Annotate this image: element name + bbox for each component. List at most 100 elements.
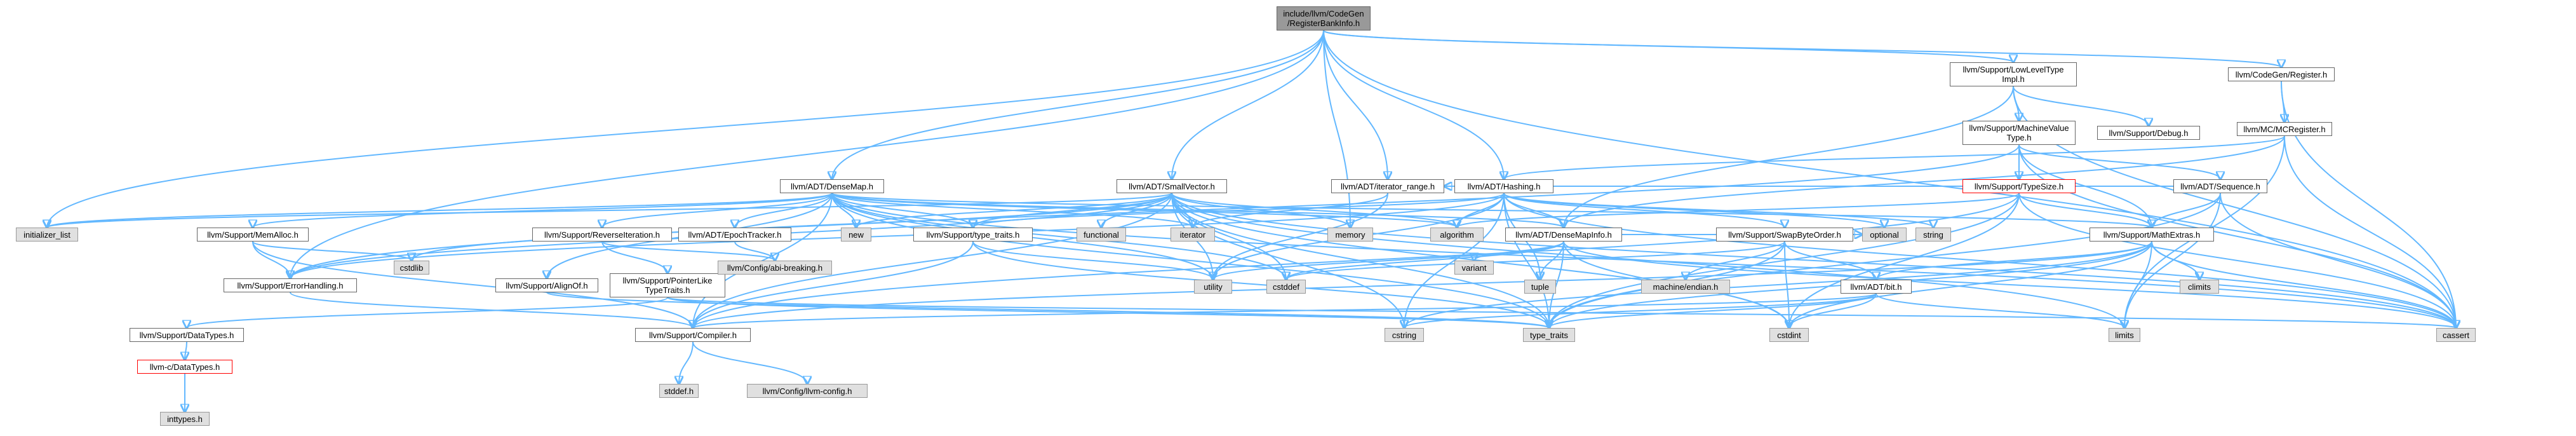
node-epoch[interactable]: llvm/ADT/EpochTracker.h	[678, 228, 791, 242]
node-iterrange[interactable]: llvm/ADT/iterator_range.h	[1331, 179, 1444, 193]
node-variant: variant	[1454, 261, 1494, 275]
edge-hashing-to-typetraits_h	[973, 193, 1505, 228]
node-densemapinfo[interactable]: llvm/ADT/DenseMapInfo.h	[1505, 228, 1622, 242]
node-utility: utility	[1194, 280, 1232, 294]
node-smallvec[interactable]: llvm/ADT/SmallVector.h	[1117, 179, 1227, 193]
node-root[interactable]: include/llvm/CodeGen /RegisterBankInfo.h	[1277, 6, 1371, 31]
node-hashing[interactable]: llvm/ADT/Hashing.h	[1454, 179, 1553, 193]
node-sequence[interactable]: llvm/ADT/Sequence.h	[2173, 179, 2267, 193]
edge-root-to-initlist	[47, 30, 1324, 228]
edge-lltype-to-cassert	[2013, 86, 2456, 328]
edge-datatypes-to-cdatatypes	[185, 341, 187, 360]
node-datatypes[interactable]: llvm/Support/DataTypes.h	[130, 328, 244, 342]
edge-smallvec-to-limits	[1171, 193, 2124, 328]
edge-typetraits_h-to-type_traits	[972, 241, 1549, 328]
edge-bit-to-type_traits	[1549, 293, 1877, 328]
node-cgreg[interactable]: llvm/CodeGen/Register.h	[2228, 67, 2335, 81]
node-cassert: cassert	[2436, 328, 2476, 342]
edge-typesize-to-compiler	[693, 193, 2020, 328]
edge-compiler-to-llvmconfig	[692, 341, 807, 384]
node-memory: memory	[1327, 228, 1373, 242]
edge-root-to-cassert	[1323, 30, 2456, 328]
node-llvmconfig: llvm/Config/llvm-config.h	[747, 384, 868, 398]
node-iterator: iterator	[1171, 228, 1215, 242]
edge-densemapinfo-to-cstddef	[1286, 241, 1564, 280]
edge-typesize-to-mathextras	[2018, 193, 2152, 228]
node-new: new	[841, 228, 871, 242]
edge-typesize-to-type_traits	[1549, 193, 2020, 328]
edge-smallvec-to-memory	[1171, 193, 1350, 228]
edge-lltype-to-debug	[2013, 86, 2149, 126]
edge-reviter-to-ptrlike	[601, 241, 667, 273]
edge-memalloc-to-cstdlib	[252, 241, 412, 261]
edge-root-to-hashing	[1323, 30, 1504, 179]
node-mathextras[interactable]: llvm/Support/MathExtras.h	[2090, 228, 2214, 242]
edge-sequence-to-mathextras	[2152, 193, 2221, 228]
edge-mcreg-to-cassert	[2284, 135, 2456, 328]
node-climits: climits	[2180, 280, 2219, 294]
edge-smallvec-to-new	[856, 193, 1172, 228]
node-abibreak: llvm/Config/abi-breaking.h	[718, 261, 832, 275]
edge-mathextras-to-compiler	[693, 241, 2152, 328]
edge-root-to-densemap	[832, 30, 1324, 179]
edge-smallvec-to-compiler	[693, 193, 1172, 328]
edge-swapbyte-to-endian	[1686, 241, 1785, 280]
node-cdatatypes[interactable]: llvm-c/DataTypes.h	[137, 360, 232, 374]
edge-compiler-to-stddef	[679, 341, 694, 384]
edge-smallvec-to-cassert	[1171, 193, 2456, 328]
node-bit[interactable]: llvm/ADT/bit.h	[1841, 280, 1912, 294]
node-cstdint: cstdint	[1769, 328, 1809, 342]
edge-root-to-smallvec	[1172, 30, 1324, 179]
node-functional: functional	[1077, 228, 1126, 242]
edge-hashing-to-cstring	[1404, 193, 1505, 328]
node-optional: optional	[1862, 228, 1907, 242]
node-typetraits_h[interactable]: llvm/Support/type_traits.h	[913, 228, 1033, 242]
edge-sequence-to-type_traits	[1549, 193, 2221, 328]
node-mcreg[interactable]: llvm/MC/MCRegister.h	[2237, 122, 2332, 136]
node-algorithm: algorithm	[1430, 228, 1484, 242]
node-memalloc[interactable]: llvm/Support/MemAlloc.h	[197, 228, 309, 242]
edge-root-to-errhandling	[290, 30, 1324, 278]
edge-densemap-to-mathextras	[831, 193, 2152, 228]
node-cstring: cstring	[1385, 328, 1424, 342]
node-cstddef: cstddef	[1266, 280, 1306, 294]
node-tuple: tuple	[1524, 280, 1556, 294]
node-endian: machine/endian.h	[1641, 280, 1730, 294]
edge-memalloc-to-errhandling	[252, 241, 290, 278]
node-reviter[interactable]: llvm/Support/ReverseIteration.h	[532, 228, 672, 242]
edge-ptrlike-to-type_traits	[667, 297, 1549, 328]
node-compiler[interactable]: llvm/Support/Compiler.h	[635, 328, 751, 342]
node-swapbyte[interactable]: llvm/Support/SwapByteOrder.h	[1716, 228, 1853, 242]
node-lltype[interactable]: llvm/Support/LowLevelType Impl.h	[1950, 62, 2077, 86]
node-debug[interactable]: llvm/Support/Debug.h	[2097, 126, 2200, 140]
node-mvt[interactable]: llvm/Support/MachineValue Type.h	[1962, 121, 2076, 145]
edge-iterrange-to-utility	[1213, 193, 1388, 280]
edge-root-to-cgreg	[1323, 30, 2281, 67]
edge-hashing-to-errhandling	[290, 193, 1505, 278]
edge-mathextras-to-climits	[2151, 241, 2199, 280]
edge-smallvec-to-cstring	[1171, 193, 1404, 328]
edge-densemapinfo-to-cassert	[1563, 241, 2456, 328]
node-errhandling[interactable]: llvm/Support/ErrorHandling.h	[224, 278, 357, 292]
edge-sequence-to-limits	[2124, 193, 2221, 328]
node-densemap[interactable]: llvm/ADT/DenseMap.h	[780, 179, 884, 193]
edge-mvt-to-sequence	[2018, 144, 2220, 179]
edge-smallvec-to-algorithm	[1171, 193, 1457, 228]
edge-root-to-memory	[1323, 30, 1350, 228]
edge-densemap-to-memalloc	[253, 193, 833, 228]
node-inttypes: inttypes.h	[160, 412, 210, 426]
edge-swapbyte-to-cstddef	[1286, 241, 1785, 280]
edge-mcreg-to-hashing	[1504, 135, 2285, 179]
edge-smallvec-to-functional	[1101, 193, 1172, 228]
node-limits: limits	[2109, 328, 2140, 342]
node-stddef: stddef.h	[659, 384, 699, 398]
node-alignof[interactable]: llvm/Support/AlignOf.h	[495, 278, 598, 292]
edge-densemap-to-type_traits	[831, 193, 1549, 328]
node-ptrlike[interactable]: llvm/Support/PointerLike TypeTraits.h	[610, 273, 725, 297]
node-typesize[interactable]: llvm/Support/TypeSize.h	[1962, 179, 2076, 193]
edge-reviter-to-abibreak	[601, 241, 775, 261]
node-initlist: initializer_list	[16, 228, 78, 242]
node-type_traits: type_traits	[1523, 328, 1575, 342]
